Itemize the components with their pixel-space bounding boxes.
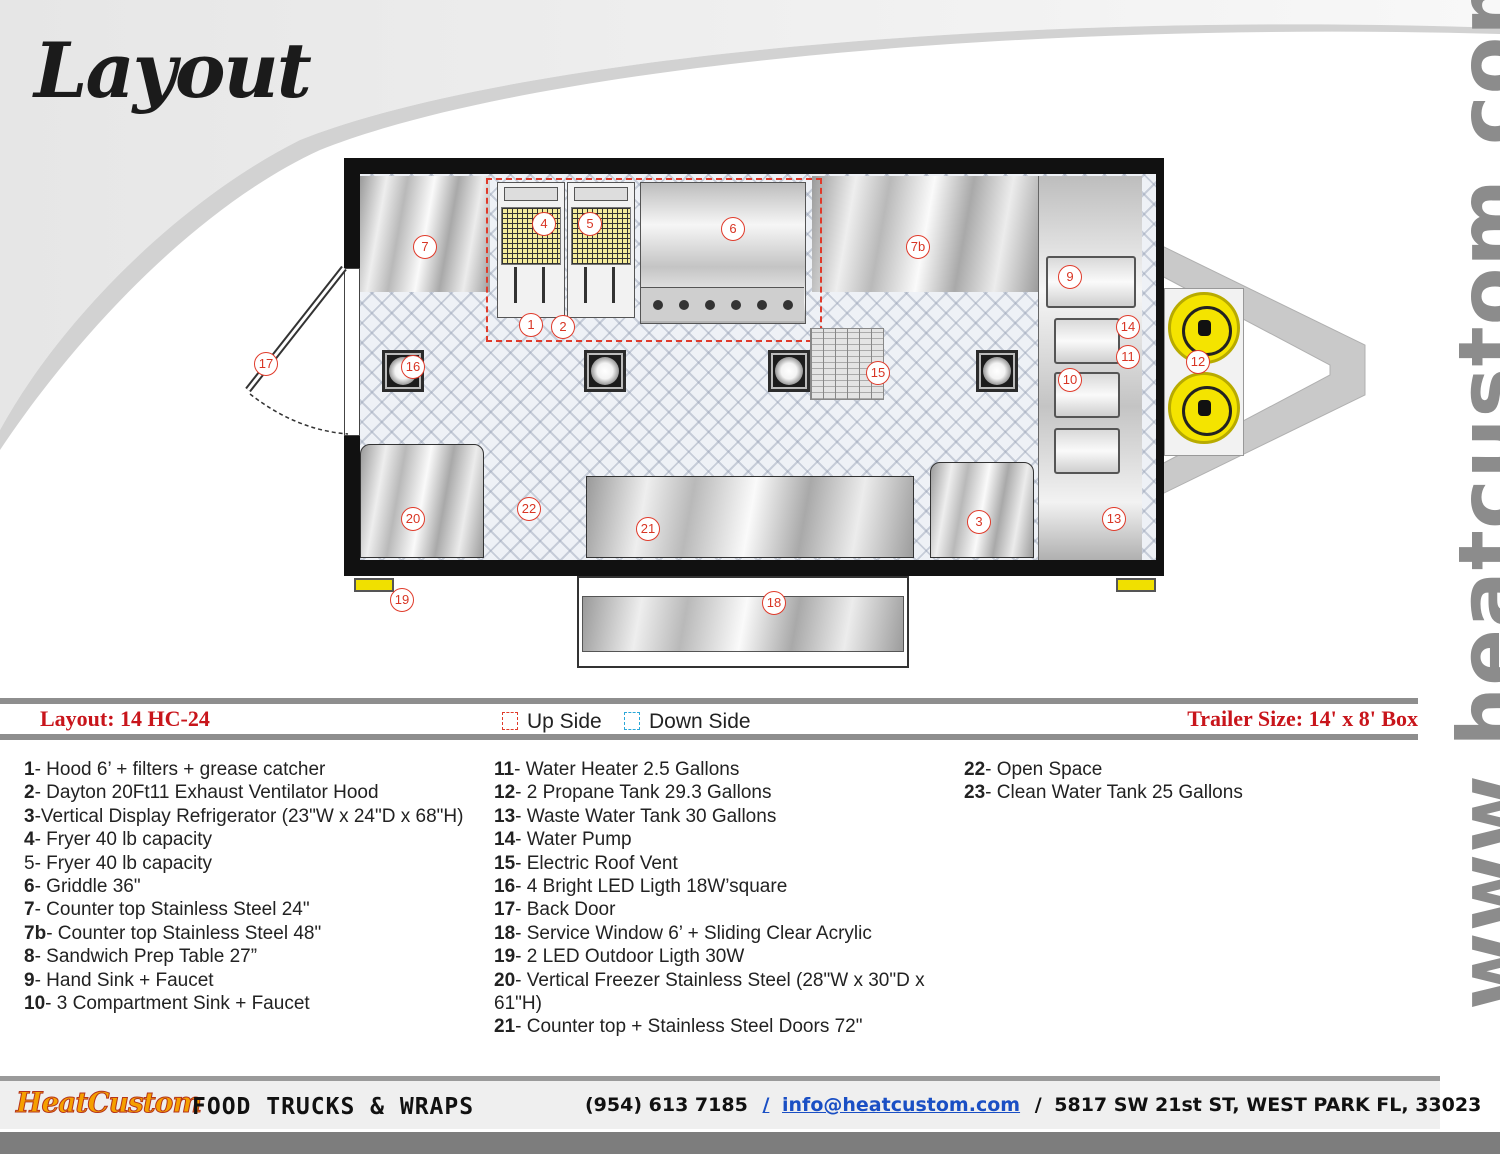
- page-title: Layout: [34, 26, 312, 115]
- footer-top-rule: [0, 1076, 1440, 1081]
- callout-7b: 7b: [906, 235, 930, 259]
- callout-14: 14: [1116, 315, 1140, 339]
- legend-item: 7- Counter top Stainless Steel 24": [24, 899, 310, 921]
- legend-item: 20- Vertical Freezer Stainless Steel (28…: [494, 969, 925, 1015]
- callout-5: 5: [578, 212, 602, 236]
- callout-20: 20: [401, 507, 425, 531]
- callout-2: 2: [551, 315, 575, 339]
- callout-19: 19: [390, 588, 414, 612]
- legend-item: 3-Vertical Display Refrigerator (23"W x …: [24, 805, 464, 827]
- legend-column-3: 22- Open Space 23- Clean Water Tank 25 G…: [964, 758, 1364, 805]
- footer-bottom-rule: [0, 1132, 1500, 1154]
- layout-name: Layout: 14 HC-24: [40, 706, 210, 731]
- back-door-swing: [245, 265, 349, 435]
- counter-top-7b: [812, 176, 1038, 292]
- sink-compartment-1: [1054, 318, 1120, 364]
- fryer-5: [567, 182, 635, 318]
- legend-item: 16- 4 Bright LED Ligth 18W’square: [494, 876, 788, 898]
- counter-top-7: [360, 176, 490, 292]
- griddle-6: [640, 182, 806, 324]
- propane-tank-bottom: [1168, 372, 1240, 444]
- key-down-side-label: Down Side: [649, 710, 751, 733]
- legend-item: 21- Counter top + Stainless Steel Doors …: [494, 1016, 863, 1038]
- outdoor-light-right: [1116, 578, 1156, 592]
- callout-22: 22: [517, 497, 541, 521]
- hood-outline: [486, 178, 822, 342]
- legend-item: 14- Water Pump: [494, 829, 632, 851]
- callout-11: 11: [1116, 345, 1140, 369]
- led-light-4: [976, 350, 1018, 392]
- legend-item: 10- 3 Compartment Sink + Faucet: [24, 993, 310, 1015]
- back-door-frame: [344, 268, 360, 436]
- callout-10: 10: [1058, 368, 1082, 392]
- callout-16: 16: [401, 355, 425, 379]
- legend-item: 22- Open Space: [964, 759, 1103, 780]
- counter-top-21: [586, 476, 914, 558]
- outdoor-light-left: [354, 578, 394, 592]
- led-light-2: [584, 350, 626, 392]
- legend-item: 6- Griddle 36": [24, 876, 141, 898]
- sink-compartment-3: [1054, 428, 1120, 474]
- footer-email-link[interactable]: info@heatcustom.com: [782, 1094, 1021, 1116]
- info-bar-bottom-rule: [0, 734, 1418, 740]
- legend-item: 23- Clean Water Tank 25 Gallons: [964, 782, 1243, 804]
- legend-item: 2- Dayton 20Ft11 Exhaust Ventilator Hood: [24, 782, 379, 804]
- legend-item: 19- 2 LED Outdoor Ligth 30W: [494, 946, 745, 968]
- info-bar-top-rule: [0, 698, 1418, 704]
- footer-separator: /: [1034, 1094, 1042, 1116]
- callout-15: 15: [866, 361, 890, 385]
- led-light-3: [768, 350, 810, 392]
- legend-column-2: 11- Water Heater 2.5 Gallons 12- 2 Propa…: [494, 758, 934, 1039]
- legend-item: 13- Waste Water Tank 30 Gallons: [494, 805, 777, 827]
- website-watermark: www.heatcustom.com: [1440, 0, 1500, 1010]
- legend-item: 17- Back Door: [494, 899, 616, 921]
- callout-4: 4: [532, 212, 556, 236]
- callout-9: 9: [1058, 265, 1082, 289]
- legend-item: 5- Fryer 40 lb capacity: [24, 852, 212, 874]
- legend-item: 18- Service Window 6’ + Sliding Clear Ac…: [494, 922, 872, 944]
- vertical-freezer: [360, 444, 484, 558]
- trailer-size: Trailer Size: 14' x 8' Box: [1187, 706, 1418, 731]
- callout-1: 1: [519, 313, 543, 337]
- legend-item: 7b- Counter top Stainless Steel 48": [24, 922, 322, 944]
- legend-item: 1- Hood 6’ + filters + grease catcher: [24, 759, 326, 780]
- callout-7: 7: [413, 235, 437, 259]
- callout-17: 17: [254, 352, 278, 376]
- legend-item: 4- Fryer 40 lb capacity: [24, 829, 212, 851]
- footer-tagline: FOOD TRUCKS & WRAPS: [192, 1094, 475, 1120]
- footer-contact: (954) 613 7185 / info@heatcustom.com / 5…: [585, 1094, 1481, 1116]
- callout-18: 18: [762, 591, 786, 615]
- legend-item: 9- Hand Sink + Faucet: [24, 969, 214, 991]
- callout-6: 6: [721, 217, 745, 241]
- callout-12: 12: [1186, 350, 1210, 374]
- legend-item: 15- Electric Roof Vent: [494, 852, 678, 874]
- callout-13: 13: [1102, 507, 1126, 531]
- legend-item: 8- Sandwich Prep Table 27”: [24, 946, 258, 968]
- service-window-panel: [582, 596, 904, 652]
- legend-column-1: 1- Hood 6’ + filters + grease catcher 2-…: [24, 758, 474, 1015]
- header-background: [0, 0, 1500, 451]
- legend-item: 11- Water Heater 2.5 Gallons: [494, 759, 740, 780]
- callout-3: 3: [967, 510, 991, 534]
- key-up-side-label: Up Side: [527, 710, 602, 733]
- heatcustom-logo: HeatCustom: [16, 1086, 203, 1120]
- legend-item: 12- 2 Propane Tank 29.3 Gallons: [494, 782, 772, 804]
- fryer-4: [497, 182, 565, 318]
- footer-band: [0, 1081, 1440, 1129]
- footer-phone: (954) 613 7185: [585, 1094, 748, 1116]
- key-up-side-swatch: [502, 712, 518, 730]
- footer-separator: /: [762, 1094, 770, 1116]
- key-down-side-swatch: [624, 712, 640, 730]
- callout-21: 21: [636, 517, 660, 541]
- footer-address: 5817 SW 21st ST, WEST PARK FL, 33023: [1054, 1094, 1482, 1116]
